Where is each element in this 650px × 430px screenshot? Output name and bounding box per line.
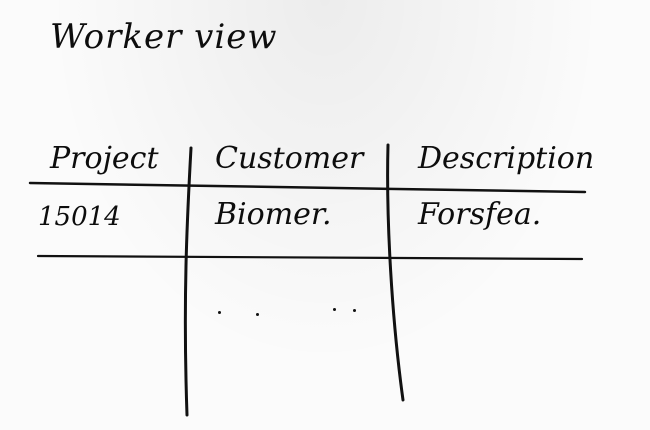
row-divider [36, 254, 584, 261]
column-header-description: Description [418, 141, 595, 176]
column-divider-2 [386, 143, 405, 402]
table-cell-customer: Biomer. [215, 197, 332, 232]
header-divider [28, 181, 587, 194]
column-divider-1 [183, 146, 193, 417]
ellipsis-dot [256, 313, 259, 316]
ellipsis-dot [333, 308, 336, 311]
ellipsis-dot [353, 309, 356, 312]
table-cell-project: 15014 [38, 202, 121, 232]
ellipsis-dot [218, 311, 221, 314]
table-cell-description: Forsfea. [418, 197, 542, 232]
column-header-customer: Customer [215, 141, 364, 176]
column-header-project: Project [50, 141, 159, 176]
page-title: Worker view [50, 17, 278, 57]
